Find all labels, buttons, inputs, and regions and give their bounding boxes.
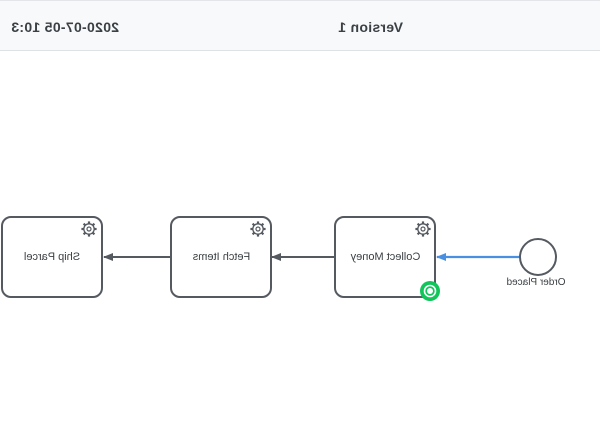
process-diagram: Order Placed Collect Money Fetch Items S… — [1, 216, 566, 301]
task-fetch-items[interactable]: Fetch Items — [170, 216, 272, 298]
task-label: Collect Money — [350, 251, 420, 263]
bpmn-canvas[interactable]: Order Placed Collect Money Fetch Items S… — [0, 51, 600, 447]
diagram-header: 2020-07-05 10:3 Version 1 — [0, 0, 600, 51]
start-event-order-placed[interactable] — [519, 238, 557, 276]
start-event-label: Order Placed — [507, 277, 566, 288]
instance-token-badge[interactable] — [420, 281, 440, 301]
task-label: Ship Parcel — [24, 251, 80, 263]
task-label: Fetch Items — [192, 251, 250, 263]
task-collect-money[interactable]: Collect Money — [334, 216, 436, 298]
deployment-timestamp: 2020-07-05 10:3 — [10, 19, 119, 35]
version-label[interactable]: Version 1 — [338, 19, 403, 35]
task-ship-parcel[interactable]: Ship Parcel — [1, 216, 103, 298]
